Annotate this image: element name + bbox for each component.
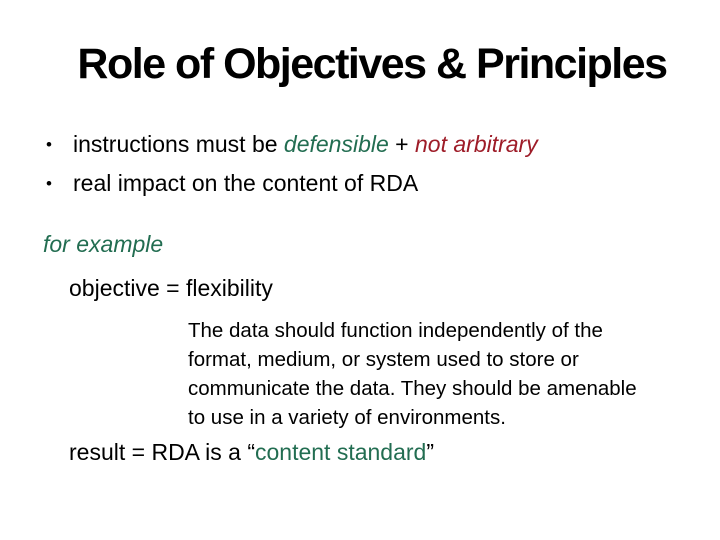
bullet-segment: defensible <box>283 131 389 157</box>
bullet-list: • instructions must be defensible + not a… <box>46 129 538 207</box>
quote-line: to use in a variety of environments. <box>188 406 506 429</box>
quote-line: The data should function independently o… <box>188 319 603 342</box>
bullet-dot-icon: • <box>46 174 52 193</box>
result-prefix: result = RDA is a <box>69 439 248 465</box>
bullet-segment: not arbitrary <box>415 131 538 157</box>
result-highlight: content standard <box>255 439 427 465</box>
bullet-segment: + <box>388 131 415 157</box>
bullet-text: real impact on the content of RDA <box>73 168 418 199</box>
open-quote: “ <box>247 439 255 465</box>
bullet-item: • instructions must be defensible + not a… <box>46 129 538 160</box>
bullet-segment: real impact on the content of RDA <box>73 170 419 196</box>
quote-line: communicate the data. They should be ame… <box>188 377 637 400</box>
quote-line: format, medium, or system used to store … <box>188 348 579 371</box>
slide-title: Role of Objectives & Principles <box>77 40 668 88</box>
bullet-text: instructions must be defensible + not ar… <box>73 129 538 160</box>
quote-paragraph: The data should function independently o… <box>188 316 637 432</box>
objective-line: objective = flexibility <box>69 275 273 301</box>
bullet-dot-icon: • <box>46 135 52 154</box>
close-quote: ” <box>426 439 435 465</box>
bullet-item: • real impact on the content of RDA <box>46 168 538 199</box>
bullet-segment: instructions must be <box>73 131 284 157</box>
example-label: for example <box>43 231 164 257</box>
result-line: result = RDA is a “content standard” <box>69 439 434 466</box>
